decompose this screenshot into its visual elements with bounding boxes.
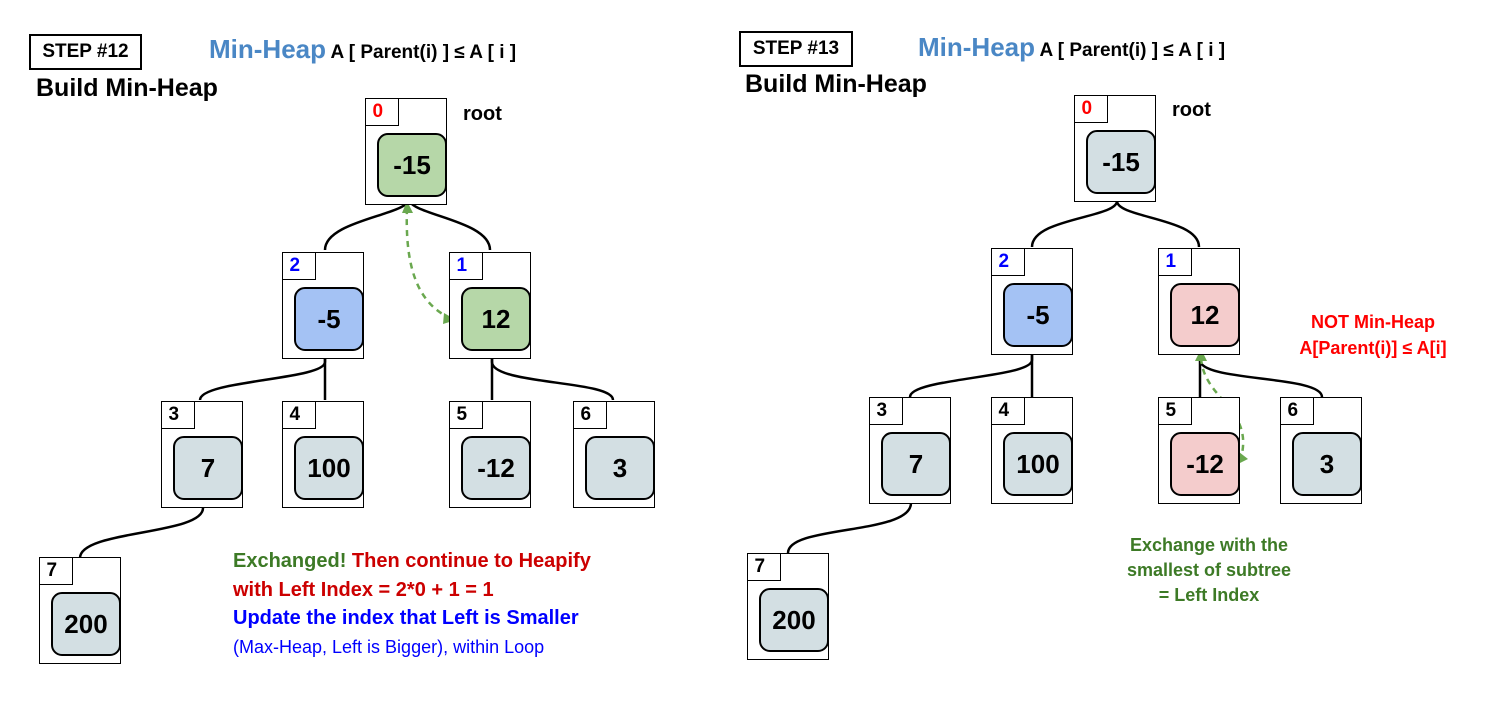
swap-arrow-head-top: [1195, 349, 1207, 361]
node-index: 0: [1073, 94, 1108, 123]
continue-text: Then continue to Heapify: [351, 550, 591, 572]
edge-0-1: [407, 198, 492, 251]
node-value: -12: [461, 436, 531, 500]
node-value: -5: [1003, 283, 1073, 347]
swap-arrow-head-top: [402, 201, 413, 213]
step13-panel: STEP #13 Min-Heap A [ Parent(i) ] ≤ A [ …: [739, 0, 1498, 712]
node-1: 1 12: [1157, 247, 1240, 355]
node-index: 3: [160, 400, 195, 429]
node-value: -5: [294, 287, 364, 351]
step13-formula: A [ Parent(i) ] ≤ A [ i ]: [1039, 40, 1226, 61]
node-value: -12: [1170, 432, 1240, 496]
node-index: 6: [1279, 396, 1314, 425]
step12-heap-type: Min-Heap: [209, 34, 326, 64]
node-value: 100: [1003, 432, 1073, 496]
not-heap-line2: A[Parent(i)] ≤ A[i]: [1299, 338, 1447, 358]
node-4: 4 100: [281, 400, 364, 508]
step12-note-line2: with Left Index = 2*0 + 1 = 1: [233, 579, 494, 601]
node-index: 4: [281, 400, 316, 429]
node-value: 12: [1170, 283, 1240, 347]
root-label: root: [1172, 99, 1211, 121]
edge-0-2: [323, 198, 411, 251]
node-value: 200: [759, 588, 829, 652]
swap-arrow: [1199, 357, 1245, 459]
node-index: 5: [448, 400, 483, 429]
node-index: 2: [990, 247, 1025, 276]
node-value: 7: [173, 436, 243, 500]
edge-0-2: [1030, 200, 1119, 248]
step13-edges: [786, 200, 1324, 554]
exchange-note-line1: Exchange with the: [1129, 535, 1289, 555]
edge-1-6: [490, 357, 615, 401]
node-value: 12: [461, 287, 531, 351]
node-index: 6: [572, 400, 607, 429]
step12-note-line3: Update the index that Left is Smaller: [233, 607, 579, 629]
root-label: root: [463, 103, 502, 125]
node-value: 3: [1292, 432, 1362, 496]
node-5: 5 -12: [1157, 396, 1240, 504]
node-value: 100: [294, 436, 364, 500]
step13-heap-type: Min-Heap: [918, 32, 1035, 62]
edge-2-3: [198, 357, 327, 401]
edge-3-7: [78, 507, 205, 559]
step12-formula: A [ Parent(i) ] ≤ A [ i ]: [330, 42, 517, 63]
node-3: 3 7: [160, 400, 243, 508]
node-index: 3: [868, 396, 903, 425]
node-index: 1: [448, 251, 483, 280]
node-value: 7: [881, 432, 951, 496]
node-0: 0 -15: [1073, 94, 1156, 202]
edge-1-6: [1198, 353, 1324, 398]
node-2: 2 -5: [990, 247, 1073, 355]
edge-2-3: [908, 353, 1034, 398]
node-index: 7: [746, 552, 781, 581]
step13-label: STEP #13: [739, 31, 853, 67]
step12-heading: Build Min-Heap: [36, 74, 218, 102]
exchanged-text: Exchanged!: [233, 550, 347, 572]
node-value: -15: [1086, 130, 1156, 194]
exchange-note-line3: = Left Index: [1158, 585, 1260, 605]
edge-3-7: [786, 502, 913, 554]
node-value: -15: [377, 133, 447, 197]
node-value: 200: [51, 592, 121, 656]
edge-0-1: [1115, 200, 1201, 248]
node-index: 5: [1157, 396, 1192, 425]
node-index: 0: [364, 97, 399, 126]
node-index: 4: [990, 396, 1025, 425]
node-0: 0 -15: [364, 97, 447, 205]
node-index: 1: [1157, 247, 1192, 276]
node-2: 2 -5: [281, 251, 364, 359]
step12-note-line1: Exchanged! Then continue to Heapify: [233, 550, 591, 573]
node-index: 2: [281, 251, 316, 280]
step13-heap-title: Min-Heap A [ Parent(i) ] ≤ A [ i ]: [918, 32, 1225, 63]
node-4: 4 100: [990, 396, 1073, 504]
step12-label: STEP #12: [29, 34, 142, 70]
node-5: 5 -12: [448, 400, 531, 508]
node-index: 7: [38, 556, 73, 585]
step12-panel: STEP #12 Min-Heap A [ Parent(i) ] ≤ A [ …: [29, 34, 655, 664]
exchange-note-line2: smallest of subtree: [1126, 560, 1292, 580]
step12-heap-title: Min-Heap A [ Parent(i) ] ≤ A [ i ]: [209, 34, 516, 65]
not-heap-line1: NOT Min-Heap: [1311, 312, 1435, 332]
swap-arrow: [405, 207, 451, 320]
node-7: 7 200: [746, 552, 829, 660]
step12-note-line4: (Max-Heap, Left is Bigger), within Loop: [233, 637, 545, 657]
node-1: 1 12: [448, 251, 531, 359]
node-value: 3: [585, 436, 655, 500]
node-6: 6 3: [1279, 396, 1362, 504]
node-7: 7 200: [38, 556, 121, 664]
node-6: 6 3: [572, 400, 655, 508]
node-3: 3 7: [868, 396, 951, 504]
step13-heading: Build Min-Heap: [745, 70, 927, 98]
